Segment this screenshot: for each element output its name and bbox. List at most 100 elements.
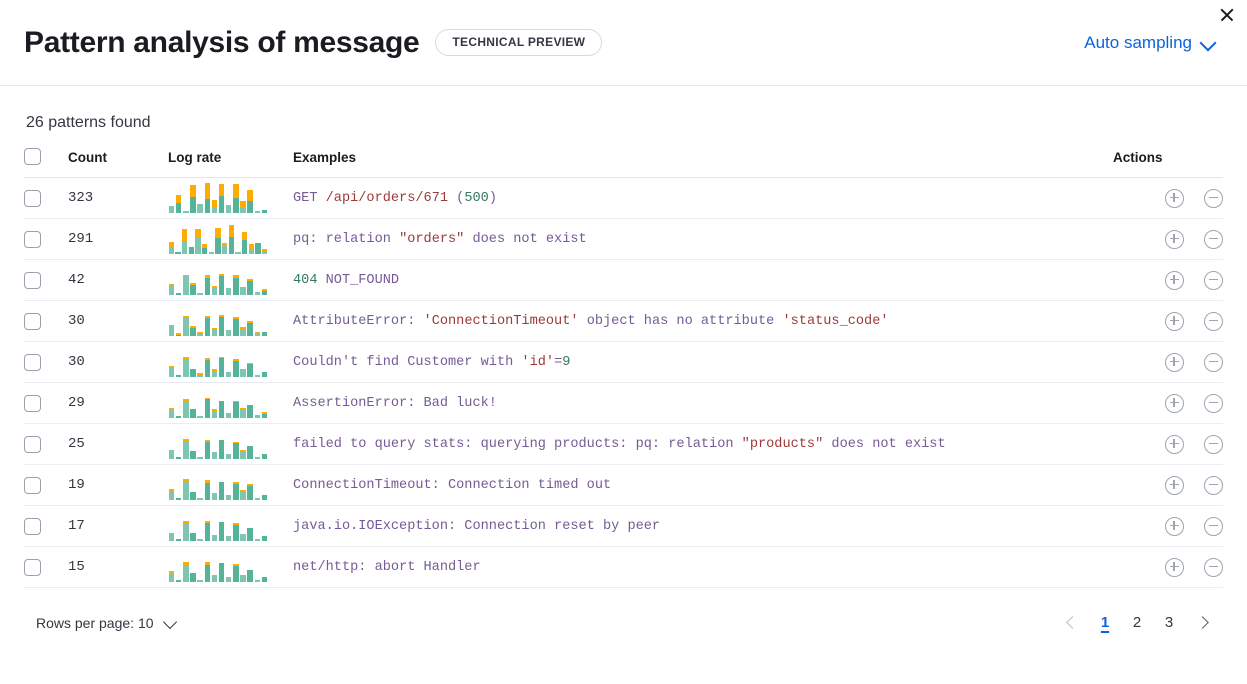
sparkline-bar	[228, 225, 234, 254]
row-checkbox[interactable]	[24, 558, 41, 576]
sparkline-bar-base	[211, 575, 218, 582]
sparkline-bar	[240, 574, 246, 582]
sparkline-bar	[168, 206, 175, 213]
rows-per-page-selector[interactable]: Rows per page: 10	[36, 615, 178, 631]
sparkline-bar-base	[197, 539, 203, 541]
sparkline-bar	[204, 274, 211, 295]
row-count: 30	[68, 341, 168, 383]
sparkline-bar-base	[240, 574, 246, 582]
row-example: java.io.IOException: Connection reset by…	[293, 505, 1113, 547]
row-checkbox[interactable]	[24, 394, 41, 412]
row-checkbox[interactable]	[24, 435, 41, 453]
row-checkbox[interactable]	[24, 271, 41, 289]
plus-circle-icon[interactable]	[1165, 352, 1184, 372]
plus-circle-icon[interactable]	[1165, 434, 1184, 454]
minus-circle-icon[interactable]	[1204, 311, 1223, 331]
minus-circle-icon[interactable]	[1204, 188, 1223, 208]
sparkline-bar-base	[240, 369, 246, 377]
minus-circle-icon[interactable]	[1204, 475, 1223, 495]
column-header-log-rate[interactable]: Log rate	[168, 148, 293, 178]
minus-circle-icon[interactable]	[1204, 229, 1223, 249]
close-icon[interactable]	[1214, 2, 1240, 28]
row-checkbox[interactable]	[24, 353, 41, 371]
sparkline-bar	[175, 580, 182, 582]
sparkline-bar	[218, 482, 225, 500]
sparkline-bar	[197, 579, 203, 582]
sparkline-bar-highlight	[204, 480, 211, 483]
example-token-num: 500	[464, 190, 489, 206]
sparkline-bar	[261, 288, 268, 295]
auto-sampling-dropdown[interactable]: Auto sampling	[1084, 33, 1223, 53]
sparkline-bar-base	[225, 412, 232, 418]
log-rate-sparkline	[168, 429, 268, 459]
row-checkbox[interactable]	[24, 476, 41, 494]
sparkline-bar-base	[218, 522, 225, 541]
select-all-checkbox[interactable]	[24, 148, 41, 165]
sparkline-bar-base	[235, 251, 241, 254]
plus-circle-icon[interactable]	[1165, 229, 1184, 249]
sparkline-bar-base	[175, 457, 182, 459]
sparkline-bar-base	[262, 251, 268, 254]
row-example: pq: relation "orders" does not exist	[293, 218, 1113, 260]
plus-circle-icon[interactable]	[1165, 557, 1184, 577]
sparkline-bar-base	[218, 482, 225, 500]
plus-circle-icon[interactable]	[1165, 393, 1184, 413]
sparkline-bar-base	[247, 281, 253, 295]
row-log-rate-cell	[168, 464, 293, 506]
row-checkbox[interactable]	[24, 312, 41, 330]
plus-circle-icon[interactable]	[1165, 311, 1184, 331]
sparkline-bar-highlight	[190, 283, 196, 286]
sparkline-bar-highlight	[218, 274, 225, 277]
sparkline-bar-base	[175, 334, 182, 336]
plus-circle-icon[interactable]	[1165, 188, 1184, 208]
sparkline-bar-base	[197, 292, 203, 295]
chevron-left-icon[interactable]	[1057, 608, 1087, 638]
row-checkbox[interactable]	[24, 517, 41, 535]
sparkline-bar-highlight	[218, 315, 225, 317]
row-example: ConnectionTimeout: Connection timed out	[293, 464, 1113, 506]
sparkline-bar-highlight	[247, 190, 253, 201]
sparkline-bar	[247, 404, 253, 418]
minus-circle-icon[interactable]	[1204, 393, 1223, 413]
sparkline-bar-highlight	[204, 357, 211, 360]
plus-circle-icon[interactable]	[1165, 475, 1184, 495]
minus-circle-icon[interactable]	[1204, 352, 1223, 372]
minus-circle-icon[interactable]	[1204, 270, 1223, 290]
minus-circle-icon[interactable]	[1204, 434, 1223, 454]
sparkline-bar-base	[183, 564, 189, 582]
plus-circle-icon[interactable]	[1165, 270, 1184, 290]
sparkline-bar	[183, 439, 189, 459]
chevron-right-icon[interactable]	[1187, 608, 1217, 638]
row-checkbox[interactable]	[24, 230, 41, 248]
example-token-num: 404	[293, 272, 318, 288]
sparkline-bar-base	[225, 330, 232, 336]
sparkline-bar-base	[254, 497, 261, 500]
sparkline-bar	[211, 452, 218, 459]
column-header-examples[interactable]: Examples	[293, 148, 1113, 178]
pagination-page-1[interactable]: 1	[1100, 614, 1110, 631]
sparkline-bar	[235, 251, 241, 254]
sparkline-bar-highlight	[183, 315, 189, 318]
pagination-page-3[interactable]: 3	[1164, 614, 1174, 631]
row-checkbox[interactable]	[24, 189, 41, 207]
sparkline-bar-base	[175, 580, 182, 582]
row-actions	[1113, 546, 1223, 588]
minus-circle-icon[interactable]	[1204, 557, 1223, 577]
panel-body: 26 patterns found Count Log rate Example…	[0, 86, 1247, 638]
pagination-page-2[interactable]: 2	[1132, 614, 1142, 631]
minus-circle-icon[interactable]	[1204, 516, 1223, 536]
plus-circle-icon[interactable]	[1165, 516, 1184, 536]
column-header-count[interactable]: Count	[68, 148, 168, 178]
example-token-str: 'id'	[521, 354, 555, 370]
sparkline-bar-base	[233, 319, 239, 336]
